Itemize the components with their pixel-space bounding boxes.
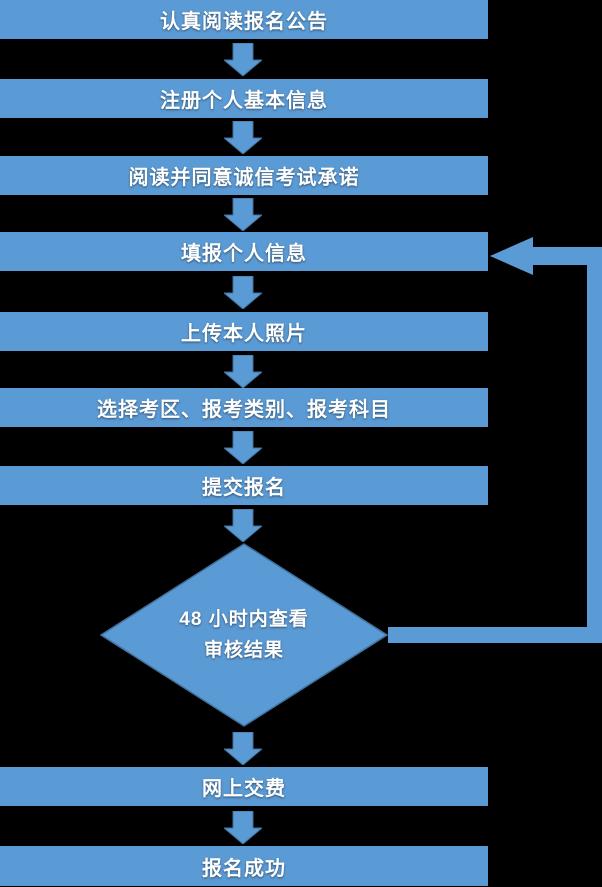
down-arrow-icon: [224, 43, 262, 76]
loop-connector-top: [533, 247, 602, 265]
loop-connector-vertical: [587, 247, 602, 643]
decision-label: 48 小时内查看 审核结果: [100, 543, 388, 727]
flow-node-registration-success: 报名成功: [0, 846, 488, 886]
loop-connector-bottom: [388, 627, 602, 643]
node-label: 提交报名: [202, 477, 286, 499]
down-arrow-icon: [224, 811, 262, 844]
flow-node-fill-personal-info: 填报个人信息: [0, 232, 488, 271]
node-label: 阅读并同意诚信考试承诺: [128, 167, 360, 189]
down-arrow-icon: [224, 509, 262, 542]
decision-label-line1: 48 小时内查看: [179, 609, 309, 630]
node-label: 认真阅读报名公告: [160, 11, 328, 33]
down-arrow-icon: [224, 198, 262, 231]
down-arrow-icon: [224, 431, 262, 464]
node-label: 网上交费: [202, 778, 286, 800]
flow-node-read-announcement: 认真阅读报名公告: [0, 0, 488, 39]
down-arrow-icon: [224, 121, 262, 154]
flow-node-submit-registration: 提交报名: [0, 466, 488, 505]
node-label: 选择考区、报考类别、报考科目: [97, 399, 391, 421]
node-label: 填报个人信息: [181, 243, 307, 265]
flow-node-register-basic-info: 注册个人基本信息: [0, 79, 488, 118]
flow-node-agree-honesty-pledge: 阅读并同意诚信考试承诺: [0, 156, 488, 195]
loop-arrowhead-icon: [490, 237, 533, 275]
diamond-shape: [100, 543, 388, 727]
decision-check-review-result: 48 小时内查看 审核结果: [100, 543, 388, 727]
node-label: 报名成功: [202, 857, 286, 880]
down-arrow-icon: [224, 276, 262, 309]
down-arrow-icon: [224, 355, 262, 388]
node-label: 上传本人照片: [181, 323, 307, 345]
decision-label-line2: 审核结果: [203, 640, 284, 661]
flow-node-upload-photo: 上传本人照片: [0, 312, 488, 351]
flow-node-select-exam-options: 选择考区、报考类别、报考科目: [0, 388, 488, 427]
down-arrow-icon: [224, 732, 262, 765]
node-label: 注册个人基本信息: [160, 90, 328, 112]
flow-node-pay-online: 网上交费: [0, 767, 488, 806]
